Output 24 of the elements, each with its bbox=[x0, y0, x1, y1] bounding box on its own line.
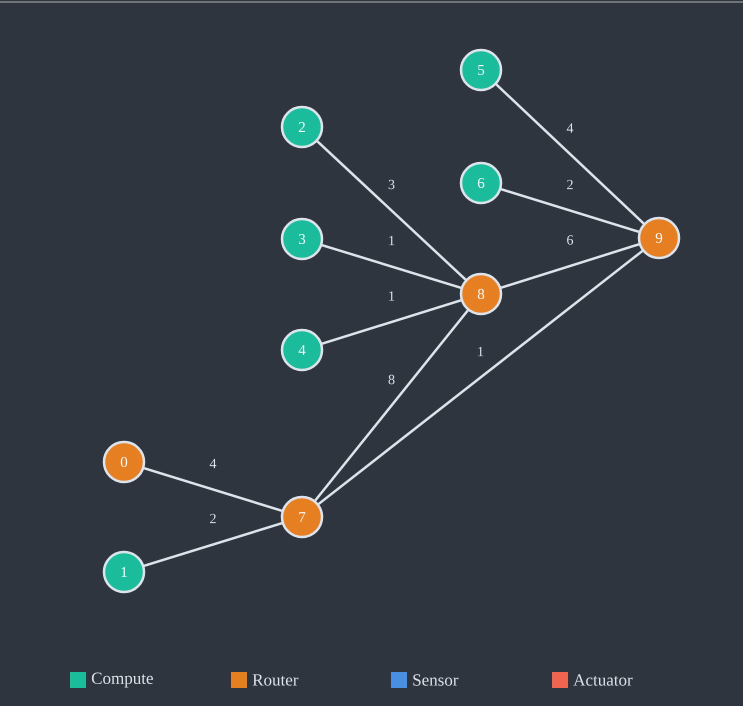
edge-line bbox=[314, 310, 469, 502]
edge-line bbox=[500, 188, 640, 233]
edge-label: 3 bbox=[387, 178, 396, 190]
edge-line bbox=[322, 299, 462, 345]
edge-line bbox=[322, 244, 462, 290]
edge-label: 6 bbox=[566, 234, 574, 246]
edge-line bbox=[144, 522, 282, 567]
edge-line bbox=[318, 250, 644, 506]
edge-line bbox=[144, 467, 282, 512]
edge-line bbox=[500, 243, 640, 289]
edge-line bbox=[495, 84, 645, 224]
edge-label: 2 bbox=[208, 512, 218, 524]
legend-label: Actuator bbox=[573, 674, 633, 686]
edge-label: 8 bbox=[387, 374, 396, 386]
legend-label: Router bbox=[252, 674, 298, 686]
edge-label: 4 bbox=[208, 458, 218, 470]
legend-label: Sensor bbox=[413, 674, 458, 686]
edge-label: 2 bbox=[566, 178, 574, 190]
edge-line bbox=[316, 140, 466, 281]
legend-label: Compute bbox=[92, 672, 153, 688]
edge-label: 1 bbox=[476, 346, 485, 358]
edge-label: 1 bbox=[387, 234, 396, 246]
edge-label: 1 bbox=[387, 290, 396, 302]
edge-label: 4 bbox=[566, 122, 574, 134]
